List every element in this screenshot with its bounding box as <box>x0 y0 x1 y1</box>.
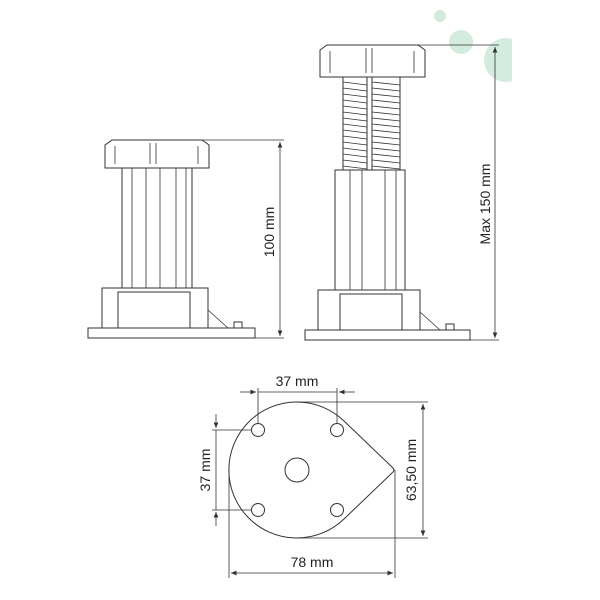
thread-line <box>342 87 368 92</box>
leg-fixed-height: 100 mm <box>87 139 284 339</box>
thread-line <box>371 147 401 152</box>
center-hole <box>284 457 310 483</box>
thread-line <box>371 159 401 164</box>
thread-line <box>342 153 368 158</box>
thread-line <box>342 105 368 110</box>
mount-hole <box>251 423 265 437</box>
thread-line <box>371 165 401 170</box>
thread-line <box>342 141 368 146</box>
base-plate <box>87 327 256 339</box>
label-hole-spacing-v: 37 mm <box>197 449 213 492</box>
cap <box>104 139 210 169</box>
thread-line <box>371 81 401 86</box>
thread-line <box>342 117 368 122</box>
thread-line <box>371 117 401 122</box>
deco-circle <box>449 30 473 54</box>
thread-line <box>371 141 401 146</box>
thread-line <box>342 135 368 140</box>
label-plate-width: 63,50 mm <box>403 439 419 501</box>
cap <box>319 44 426 78</box>
label-height-max: Max 150 mm <box>477 164 493 245</box>
thread-line <box>342 147 368 152</box>
thread-line <box>371 129 401 134</box>
base-plate-top-view: 37 mm 37 mm 63,50 mm 78 mm <box>197 373 428 578</box>
thread-line <box>342 123 368 128</box>
thread-line <box>371 153 401 158</box>
column <box>334 169 406 291</box>
base-plate <box>304 329 471 341</box>
column <box>121 167 193 289</box>
thread-line <box>342 165 368 170</box>
label-plate-length: 78 mm <box>291 554 334 570</box>
thread-line <box>371 87 401 92</box>
leg-max-height: Max 150 mm <box>304 44 499 341</box>
thread-line <box>371 123 401 128</box>
thread-line <box>371 99 401 104</box>
thread-line <box>342 93 368 98</box>
thread-line <box>371 111 401 116</box>
label-hole-spacing-h: 37 mm <box>276 373 319 389</box>
thread-line <box>371 93 401 98</box>
thread-line <box>342 111 368 116</box>
thread-line <box>342 99 368 104</box>
thread-line <box>342 129 368 134</box>
mount-hole <box>251 503 265 517</box>
thread-line <box>342 159 368 164</box>
decorative-circles <box>434 10 600 90</box>
label-height-fixed: 100 mm <box>261 207 277 258</box>
deco-circle <box>434 10 446 22</box>
plate-outline <box>228 401 395 539</box>
mount-hole <box>330 503 344 517</box>
thread-line <box>342 81 368 86</box>
mount-hole <box>330 423 344 437</box>
thread-line <box>371 105 401 110</box>
thread-line <box>371 135 401 140</box>
threaded-spindle <box>342 76 401 171</box>
